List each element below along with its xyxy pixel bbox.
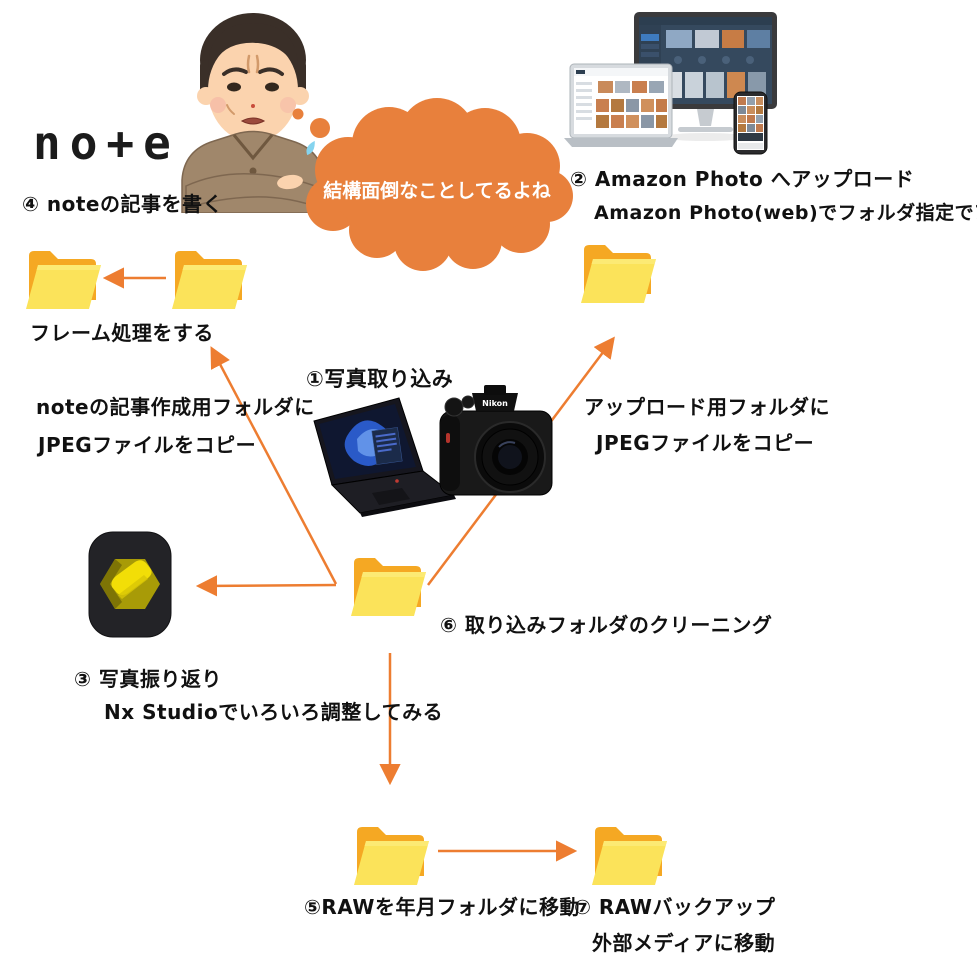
step5-label: ⑤RAWを年月フォルダに移動	[304, 895, 580, 919]
nikon-logo: Nikon	[482, 399, 508, 408]
note-copy-label-line1: noteの記事作成用フォルダに	[36, 395, 315, 419]
step2-label-line1: ② Amazon Photo へアップロード	[570, 167, 915, 191]
face	[208, 38, 298, 142]
forehead-wrinkle	[246, 54, 251, 74]
eyebrow	[258, 67, 284, 76]
note-work-folder	[168, 238, 248, 316]
cloud-shape	[306, 98, 573, 271]
step6-label: ⑥ 取り込みフォルダのクリーニング	[440, 613, 773, 637]
eye	[227, 82, 241, 92]
step3-label-line1: ③ 写真振り返り	[74, 667, 222, 691]
camera-grip	[440, 415, 460, 491]
viewfinder	[484, 385, 506, 395]
step1-label: ①写真取り込み	[306, 367, 454, 391]
hand	[277, 174, 303, 190]
thought-dot	[292, 108, 304, 120]
import-folder	[347, 545, 427, 623]
eyebrow	[222, 67, 248, 76]
trackpoint	[395, 479, 399, 483]
arrow-import-to-nxstudio	[195, 575, 337, 597]
step7-label-line2: 外部メディアに移動	[592, 931, 776, 955]
note-copy-label-line2: JPEGファイルをコピー	[38, 433, 257, 457]
sweat-drop	[306, 140, 315, 156]
raw-backup-folder	[588, 814, 668, 892]
note-final-folder	[22, 238, 102, 316]
bubble-text: 結構面倒なことしてるよね	[323, 179, 550, 202]
frame-process-label: フレーム処理をする	[30, 321, 214, 345]
upload-copy-label-line1: アップロード用フォルダに	[584, 395, 830, 419]
red-accent	[446, 433, 450, 443]
hair	[207, 23, 299, 74]
step7-label-line1: ⑦ RAWバックアップ	[574, 895, 776, 919]
monitor-stand	[697, 109, 714, 126]
upload-copy-label-line2: JPEGファイルをコピー	[596, 431, 815, 455]
raw-monthly-folder	[350, 814, 430, 892]
troubled-man-illustration	[172, 8, 334, 213]
step4-label: ④ noteの記事を書く	[22, 192, 223, 216]
step3-label-line2: Nx Studioでいろいろ調整してみる	[104, 700, 444, 724]
nose	[251, 104, 255, 108]
eye	[265, 82, 279, 92]
nx-studio-icon	[88, 531, 172, 638]
camera-and-laptop-image: Nikon	[302, 381, 564, 523]
upload-folder	[577, 232, 657, 310]
collar	[232, 134, 274, 161]
laptop-base	[564, 138, 678, 147]
ribbon	[111, 560, 152, 595]
thought-bubble: 結構面倒なことしてるよね	[285, 92, 580, 272]
note-logo: no+e	[33, 116, 180, 170]
step2-label-line2: Amazon Photo(web)でフォルダ指定でアップロード	[594, 202, 977, 224]
amazon-photos-devices-image	[562, 4, 782, 156]
thought-dot	[310, 118, 330, 138]
mouth	[240, 117, 266, 125]
